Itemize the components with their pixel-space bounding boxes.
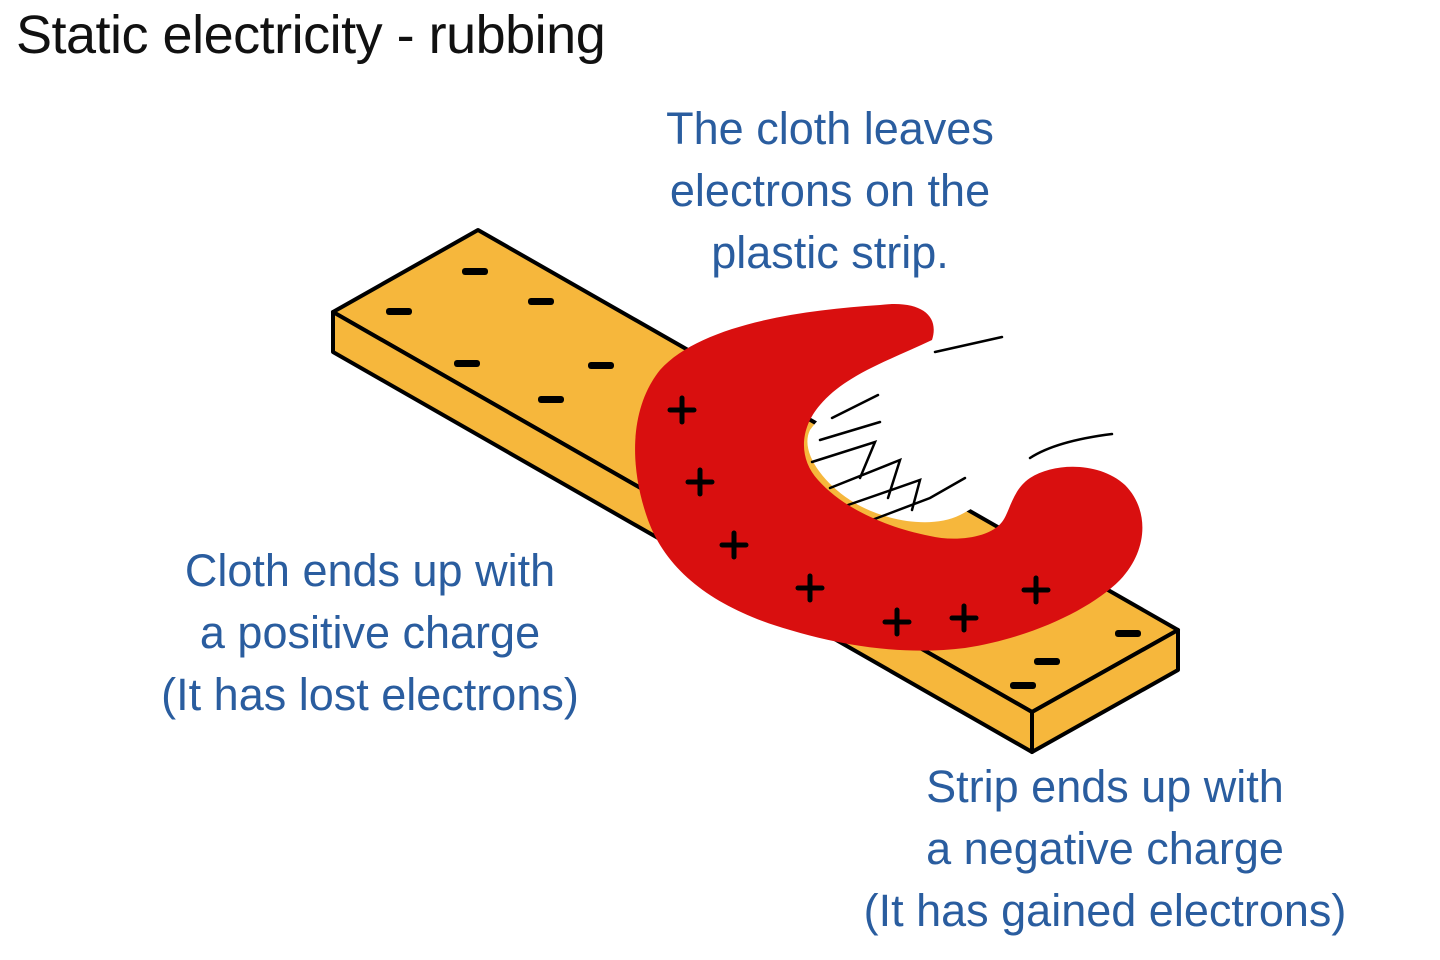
negative-charge [462, 268, 488, 275]
negative-charge [528, 298, 554, 305]
negative-charge [1034, 658, 1060, 665]
annotation-line: (It has lost electrons) [161, 669, 579, 720]
cloth-positive-charges [667, 395, 1051, 637]
finger-line [933, 335, 1004, 354]
annotation-line: a positive charge [199, 607, 541, 658]
finger-line [830, 393, 880, 420]
cloth-result-annotation: Cloth ends up with a positive charge (It… [80, 540, 660, 726]
page-title: Static electricity - rubbing [16, 5, 606, 65]
finger-line [1028, 432, 1114, 460]
strip-result-annotation: Strip ends up with a negative charge (It… [780, 756, 1430, 942]
positive-charge [795, 573, 825, 603]
negative-charge [454, 360, 480, 367]
negative-charge [588, 362, 614, 369]
negative-charge [1010, 682, 1036, 689]
finger-line [870, 476, 967, 522]
cloth-action-annotation: The cloth leaves electrons on the plasti… [600, 98, 1060, 284]
negative-charge [386, 308, 412, 315]
positive-charge [1021, 575, 1051, 605]
negative-charge [538, 396, 564, 403]
annotation-line: (It has gained electrons) [863, 885, 1347, 936]
annotation-line: Cloth ends up with [184, 545, 556, 596]
hand [807, 335, 1114, 523]
cloth [635, 304, 1143, 651]
annotation-line: Strip ends up with [926, 761, 1284, 812]
annotation-line: The cloth leaves [666, 103, 994, 154]
negative-charge [1115, 630, 1141, 637]
positive-charge [685, 467, 715, 497]
annotation-line: electrons on the [669, 165, 991, 216]
annotation-line: plastic strip. [711, 227, 949, 278]
positive-charge [882, 607, 912, 637]
hand-shape [807, 338, 1110, 523]
strip-end-face [1030, 628, 1180, 754]
finger-line [828, 457, 902, 500]
finger-line [846, 478, 922, 512]
positive-charge [719, 530, 749, 560]
positive-charge [667, 395, 697, 425]
annotation-line: a negative charge [926, 823, 1284, 874]
finger-line [818, 420, 882, 442]
positive-charge [949, 603, 979, 633]
finger-line [810, 439, 878, 480]
